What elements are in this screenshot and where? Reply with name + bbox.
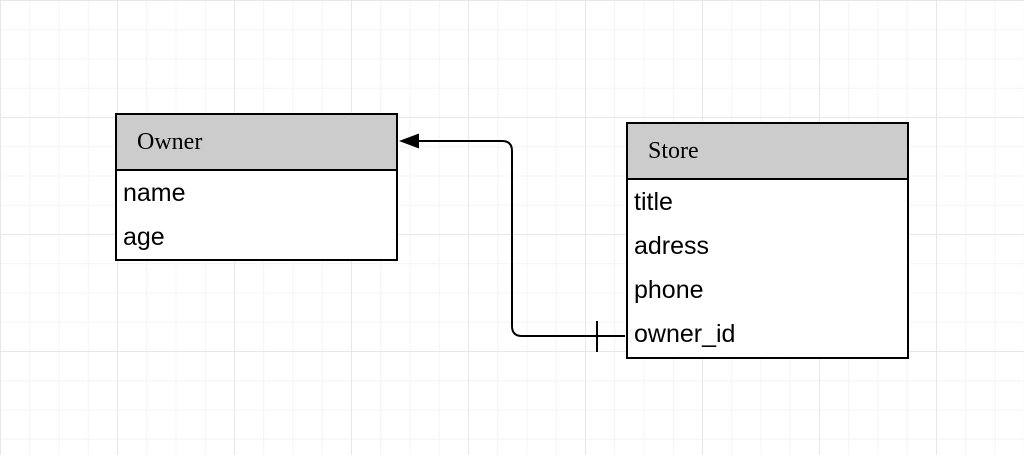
field-label: adress bbox=[634, 231, 710, 260]
entity-owner-header[interactable]: Owner bbox=[117, 115, 396, 171]
field-label: owner_id bbox=[634, 320, 736, 349]
field-label: name bbox=[123, 178, 186, 207]
field-row-name[interactable]: name bbox=[117, 171, 396, 215]
field-label: phone bbox=[634, 276, 704, 305]
connector-store-owner[interactable] bbox=[399, 133, 625, 353]
entity-owner-title: Owner bbox=[137, 129, 203, 155]
field-label: title bbox=[634, 187, 673, 216]
connector-line[interactable] bbox=[416, 140, 625, 337]
field-row-age[interactable]: age bbox=[117, 215, 396, 259]
field-row-phone[interactable]: phone bbox=[628, 269, 907, 313]
field-row-owner-id[interactable]: owner_id bbox=[628, 313, 907, 357]
entity-store-title: Store bbox=[648, 138, 699, 164]
field-row-adress[interactable]: adress bbox=[628, 224, 907, 268]
field-label: age bbox=[123, 222, 165, 251]
entity-owner-fields: name age bbox=[117, 171, 396, 259]
entity-store-fields: title adress phone owner_id bbox=[628, 180, 907, 357]
entity-store[interactable]: Store title adress phone owner_id bbox=[626, 122, 909, 359]
entity-store-header[interactable]: Store bbox=[628, 124, 907, 180]
field-row-title[interactable]: title bbox=[628, 180, 907, 224]
arrowhead-icon bbox=[399, 133, 419, 149]
entity-owner[interactable]: Owner name age bbox=[115, 113, 398, 261]
